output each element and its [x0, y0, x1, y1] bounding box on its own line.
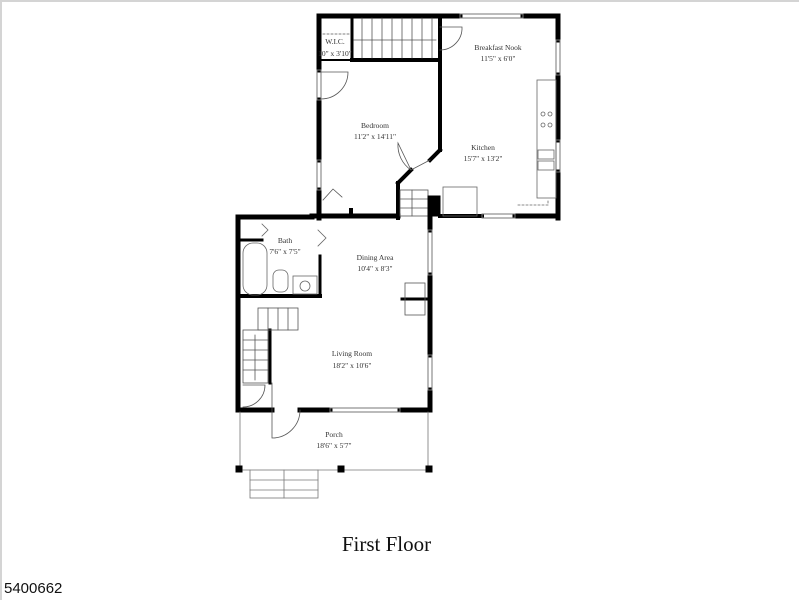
room-labels: W.I.C. 10" x 3'10" Breakfast Nook 11'5" …: [269, 37, 522, 450]
room-name-dining-area: Dining Area: [357, 253, 395, 262]
room-name-bedroom: Bedroom: [361, 121, 389, 130]
door-swing: [439, 26, 463, 51]
room-dims-porch: 18'6" x 5'7": [316, 441, 351, 450]
room-dims-wic: 10" x 3'10": [318, 49, 352, 58]
room-name-wic: W.I.C.: [325, 37, 345, 46]
upper-doors: [320, 26, 463, 201]
window: [459, 13, 524, 19]
column: [427, 195, 441, 217]
room-dims-living-room: 18'2" x 10'6": [333, 361, 372, 370]
lower-windows: [329, 229, 433, 413]
room-name-bath: Bath: [278, 236, 292, 245]
door-swing: [320, 71, 349, 100]
lower-doors: [242, 382, 301, 439]
window: [555, 39, 561, 76]
window: [481, 213, 516, 219]
room-name-porch: Porch: [325, 430, 343, 439]
door-swing: [242, 384, 266, 408]
room-dims-bedroom: 11'2" x 14'11": [354, 132, 396, 141]
window: [316, 159, 322, 191]
porch-outline: [239, 411, 429, 499]
wall: [427, 147, 443, 163]
door-swing: [322, 188, 343, 201]
room-name-kitchen: Kitchen: [471, 143, 495, 152]
window: [329, 407, 401, 413]
wall: [395, 167, 414, 186]
door-swing: [271, 382, 301, 439]
room-name-breakfast-nook: Breakfast Nook: [474, 43, 522, 52]
porch-post: [337, 465, 345, 473]
lower-walls: [235, 214, 433, 413]
room-name-living-room: Living Room: [332, 349, 372, 358]
floor-title: First Floor: [341, 532, 432, 556]
window: [555, 139, 561, 173]
window: [427, 229, 433, 276]
window: [427, 354, 433, 391]
listing-id: 5400662: [4, 580, 63, 597]
lower-stairs: [242, 282, 426, 384]
porch-post: [425, 465, 433, 473]
room-dims-kitchen: 15'7" x 13'2": [464, 154, 503, 163]
door-swing: [397, 141, 431, 171]
room-dims-breakfast-nook: 11'5" x 6'0": [481, 54, 516, 63]
window: [316, 69, 322, 101]
room-dims-dining-area: 10'4" x 8'3": [357, 264, 392, 273]
bath-fixtures: [242, 223, 327, 296]
porch-post: [235, 465, 243, 473]
upper-stairs: [322, 17, 437, 217]
upper-windows: [316, 13, 561, 219]
room-dims-bath: 7'6" x 7'5": [269, 247, 300, 256]
kitchen-counter: [442, 79, 557, 217]
